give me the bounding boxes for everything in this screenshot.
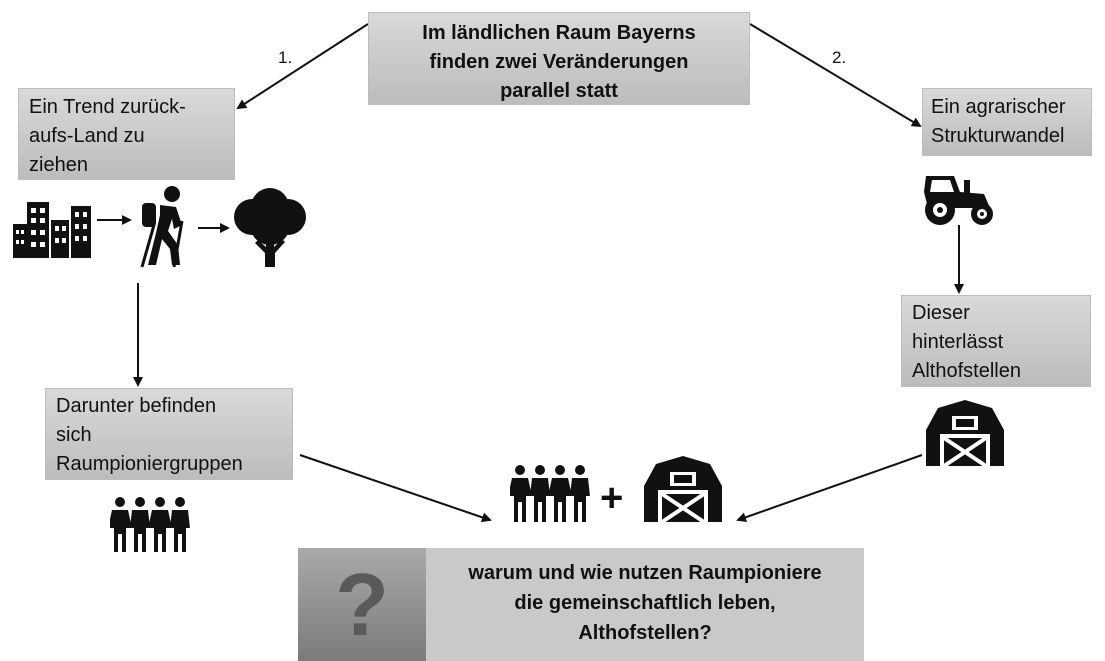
agrar-box-line: Strukturwandel: [931, 125, 1065, 147]
darunter-box-line: Raumpioniergruppen: [56, 453, 243, 475]
question-line: warum und wie nutzen Raumpioniere: [468, 562, 822, 584]
trend-box-line: Ein Trend zurück-: [29, 96, 186, 118]
people-group-icon: [510, 465, 590, 522]
step-label-2: 2.: [832, 48, 847, 67]
darunter-box-line: sich: [56, 424, 92, 446]
dieser-box-line: hinterlässt: [912, 331, 1004, 353]
top-box: Im ländlichen Raum Bayerns finden zwei V…: [368, 12, 750, 105]
plus-sign: +: [600, 476, 624, 520]
trend-box-line: ziehen: [29, 154, 88, 176]
arrow-darunter-to-center: [299, 454, 492, 523]
question-mark-icon: ?: [335, 555, 389, 654]
tractor-icon: [924, 176, 993, 225]
question-text: warum und wie nutzen Raumpioniere die ge…: [426, 558, 864, 648]
barn-icon: [926, 400, 1004, 468]
agrar-box: Ein agrarischer Strukturwandel: [922, 88, 1092, 156]
trend-box-line: aufs-Land zu: [29, 125, 145, 147]
agrar-box-line: Ein agrarischer: [931, 96, 1066, 118]
dieser-box-line: Dieser: [912, 302, 970, 324]
top-box-line: finden zwei Veränderungen: [429, 51, 689, 73]
trend-box: Ein Trend zurück- aufs-Land zu ziehen: [18, 88, 235, 180]
question-line: Althofstellen?: [578, 622, 712, 644]
step-label-1: 1.: [278, 48, 293, 67]
top-box-line: Im ländlichen Raum Bayerns: [422, 22, 696, 44]
top-box-line: parallel statt: [500, 80, 618, 102]
hiker-icon: [140, 186, 184, 268]
arrow-to-agrar: [749, 23, 922, 128]
barn-icon: [644, 456, 722, 524]
arrow-barn-to-center: [736, 454, 923, 523]
dieser-box-line: Althofstellen: [912, 360, 1021, 382]
dieser-box: Dieser hinterlässt Althofstellen: [901, 295, 1091, 387]
arrow-to-trend: [236, 23, 369, 110]
question-line: die gemeinschaftlich leben,: [514, 592, 776, 614]
city-buildings-icon: [13, 202, 91, 258]
darunter-box: Darunter befinden sich Raumpioniergruppe…: [45, 388, 293, 480]
darunter-box-line: Darunter befinden: [56, 395, 217, 417]
question-mark-panel: ?: [298, 548, 426, 661]
people-group-icon: [110, 497, 190, 552]
tree-icon: [234, 188, 306, 267]
question-box: ? warum und wie nutzen Raumpioniere die …: [298, 548, 864, 661]
